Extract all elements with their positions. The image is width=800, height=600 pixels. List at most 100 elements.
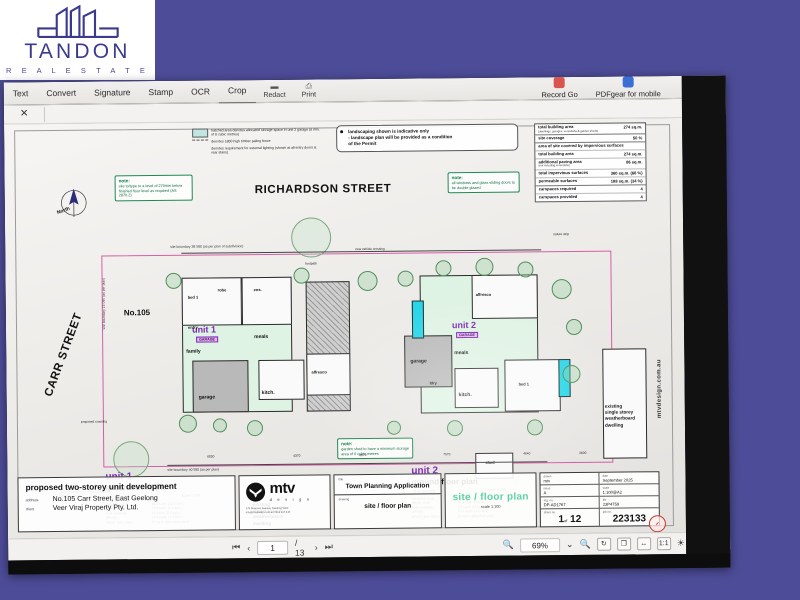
- meta-value: 1:100@A2: [602, 489, 623, 495]
- toolbar-app-pdfgear-mobile[interactable]: PDFgear for mobile: [587, 76, 670, 99]
- screen-bezel-right: [681, 75, 731, 568]
- note-body: all windows and glass sliding doors to b…: [451, 180, 515, 190]
- actual-size-button[interactable]: 1:1: [656, 537, 671, 551]
- meta-cell-reg-no: reg. no. DP-AD1767: [540, 496, 600, 510]
- legend-swatch-storage: [192, 128, 209, 138]
- brand-name: TANDON: [24, 40, 131, 63]
- prev-page-button[interactable]: ‹: [247, 542, 251, 553]
- tree-icon: [178, 414, 198, 433]
- tree-icon: [565, 318, 583, 336]
- title-block-meta: drawn mtv date September 2025 issue A sc…: [539, 471, 667, 533]
- toolbar-tab-crop[interactable]: Crop: [218, 79, 256, 104]
- rotate-page-button[interactable]: ↻: [596, 537, 611, 551]
- sheet-no-total: 12: [570, 513, 582, 526]
- project-title: proposed two-storey unit development: [25, 481, 177, 493]
- meta-value: September 2025: [602, 477, 633, 483]
- title-key: title: [338, 477, 344, 482]
- toolbar-tab-stamp[interactable]: Stamp: [148, 86, 174, 97]
- toolbar-app-record-go[interactable]: Record Go: [532, 77, 586, 100]
- site-data-label-text: permeable surfaces: [538, 177, 578, 183]
- address-key: address: [25, 498, 39, 503]
- unit-1-room-kitch: kitch.: [261, 389, 275, 397]
- toolbar-tab-print[interactable]: ⎙ Print: [293, 79, 324, 102]
- dimension-value: 4370: [293, 453, 301, 458]
- sun-icon: ☀: [676, 537, 685, 549]
- zoom-out-icon[interactable]: 🔍: [502, 539, 515, 550]
- project-address-row: address No.105 Carr Street, East Geelong: [26, 494, 228, 503]
- close-icon[interactable]: ✕: [19, 108, 29, 120]
- meta-value: A: [543, 490, 547, 496]
- chevron-down-icon[interactable]: ⌄: [565, 539, 574, 550]
- misc-label-proposed-crossing: proposed crossing: [80, 419, 107, 424]
- tree-icon: [293, 267, 310, 284]
- pdfgear-mobile-label: PDFgear for mobile: [595, 89, 661, 99]
- unit-1-room-meals: meals: [254, 333, 269, 341]
- subbar-divider: [43, 107, 46, 123]
- note-glazing: note: all windows and glass sliding door…: [447, 171, 520, 194]
- dimension-value: 2600: [579, 450, 587, 455]
- pdf-page-canvas[interactable]: hatched area denotes allocated storage s…: [4, 117, 687, 539]
- redact-icon: ▬: [270, 81, 279, 91]
- unit-1-bed1: [181, 277, 242, 326]
- legend-text: denotes 1800 high timber paling fence: [211, 138, 271, 144]
- page-navigation: ⏮ ‹ 1 / 13 › ⏭: [232, 537, 333, 558]
- unit-1-room-ens: ens.: [253, 287, 262, 293]
- last-page-button[interactable]: ⏭: [324, 541, 333, 552]
- tree-icon: [526, 419, 544, 436]
- address-value: No.105 Carr Street, East Geelong: [52, 495, 158, 504]
- drawing-segment: drawing site / floor plan: [335, 494, 441, 514]
- next-page-button[interactable]: ›: [314, 541, 318, 553]
- meta-cell-drawn: drawn mtv: [540, 472, 600, 486]
- unit-2-room-kitch: kitch.: [458, 391, 472, 399]
- fit-width-button[interactable]: ↔: [636, 537, 651, 551]
- title-block-designer: mtv d e s i g n 178 Shannon Avenue, Geel…: [238, 474, 331, 531]
- site-data-value: 4: [640, 185, 643, 191]
- landscape-note-line3: of the Permit: [348, 141, 377, 147]
- misc-label-nature-strip: nature strip: [553, 232, 570, 237]
- mtv-logo-icon: [246, 482, 266, 502]
- unit-2-bed1: [504, 359, 561, 412]
- toolbar-tab-redact[interactable]: ▬ Redact: [255, 79, 293, 102]
- site-data-label-text: carspaces provided: [538, 193, 578, 199]
- zoom-in-icon[interactable]: 🔍: [579, 538, 591, 549]
- misc-label-footpath: footpath: [305, 261, 317, 266]
- note-body: site to/type to a level of 270mm below f…: [118, 183, 183, 198]
- legend-item: hatched area denotes allocated storage s…: [192, 127, 321, 138]
- fit-page-button[interactable]: ❐: [616, 537, 631, 551]
- toolbar-tab-signature[interactable]: Signature: [94, 86, 131, 98]
- meta-value: DP-AD1767: [543, 502, 566, 508]
- boundary-label-north: site boundary 38 580 (as per plan of sub…: [170, 244, 244, 249]
- boundary-label-west: site boundary 15 090 (as per plan): [101, 277, 107, 330]
- site-data-sublabel: (dwellings, garages, verandahs & garden …: [538, 128, 599, 134]
- toolbar-tab-ocr[interactable]: OCR: [191, 85, 211, 97]
- unit-2-room-alfresco: alfresco: [475, 291, 492, 297]
- unit-2-room-meals: meals: [454, 350, 469, 357]
- tree-icon: [562, 364, 581, 384]
- printer-icon: ⎙: [305, 81, 312, 91]
- record-go-icon: [553, 77, 566, 89]
- north-arrow-icon: [61, 188, 87, 218]
- unit-1-wet-area: [241, 276, 292, 326]
- unit-1-room-bed1: bed 1: [187, 294, 199, 300]
- first-page-button[interactable]: ⏮: [232, 542, 241, 553]
- unit-1-room-alfresco: alfresco: [311, 369, 327, 375]
- zoom-level-value[interactable]: 69%: [519, 537, 561, 553]
- unit-2-kitchen: [454, 367, 499, 409]
- toolbar-tab-redact-label: Redact: [263, 91, 286, 99]
- page-total-label: / 13: [294, 537, 305, 558]
- unit-1-room-family: family: [186, 348, 201, 355]
- tree-icon: [446, 420, 464, 437]
- site-data-value: 4: [640, 193, 643, 199]
- street-label-richardson: RICHARDSON STREET: [254, 182, 392, 197]
- toolbar-tab-text[interactable]: Text: [12, 87, 29, 98]
- legend-text: denotes requirement for external lightin…: [211, 145, 317, 155]
- toolbar-tab-convert[interactable]: Convert: [46, 87, 77, 98]
- mtv-wordmark: mtv: [269, 479, 295, 497]
- page-number-input[interactable]: 1: [257, 540, 289, 555]
- building-logo-icon: [36, 5, 119, 38]
- title-block-title: title Town Planning Application drawing …: [333, 473, 442, 530]
- unit-1-badge: GARAGE: [196, 336, 218, 343]
- client-value: Veer Viraj Property Pty. Ltd.: [52, 504, 139, 513]
- tree-icon: [212, 418, 228, 433]
- existing-dwelling-right-label: existing single storey weatherboard dwel…: [604, 403, 636, 428]
